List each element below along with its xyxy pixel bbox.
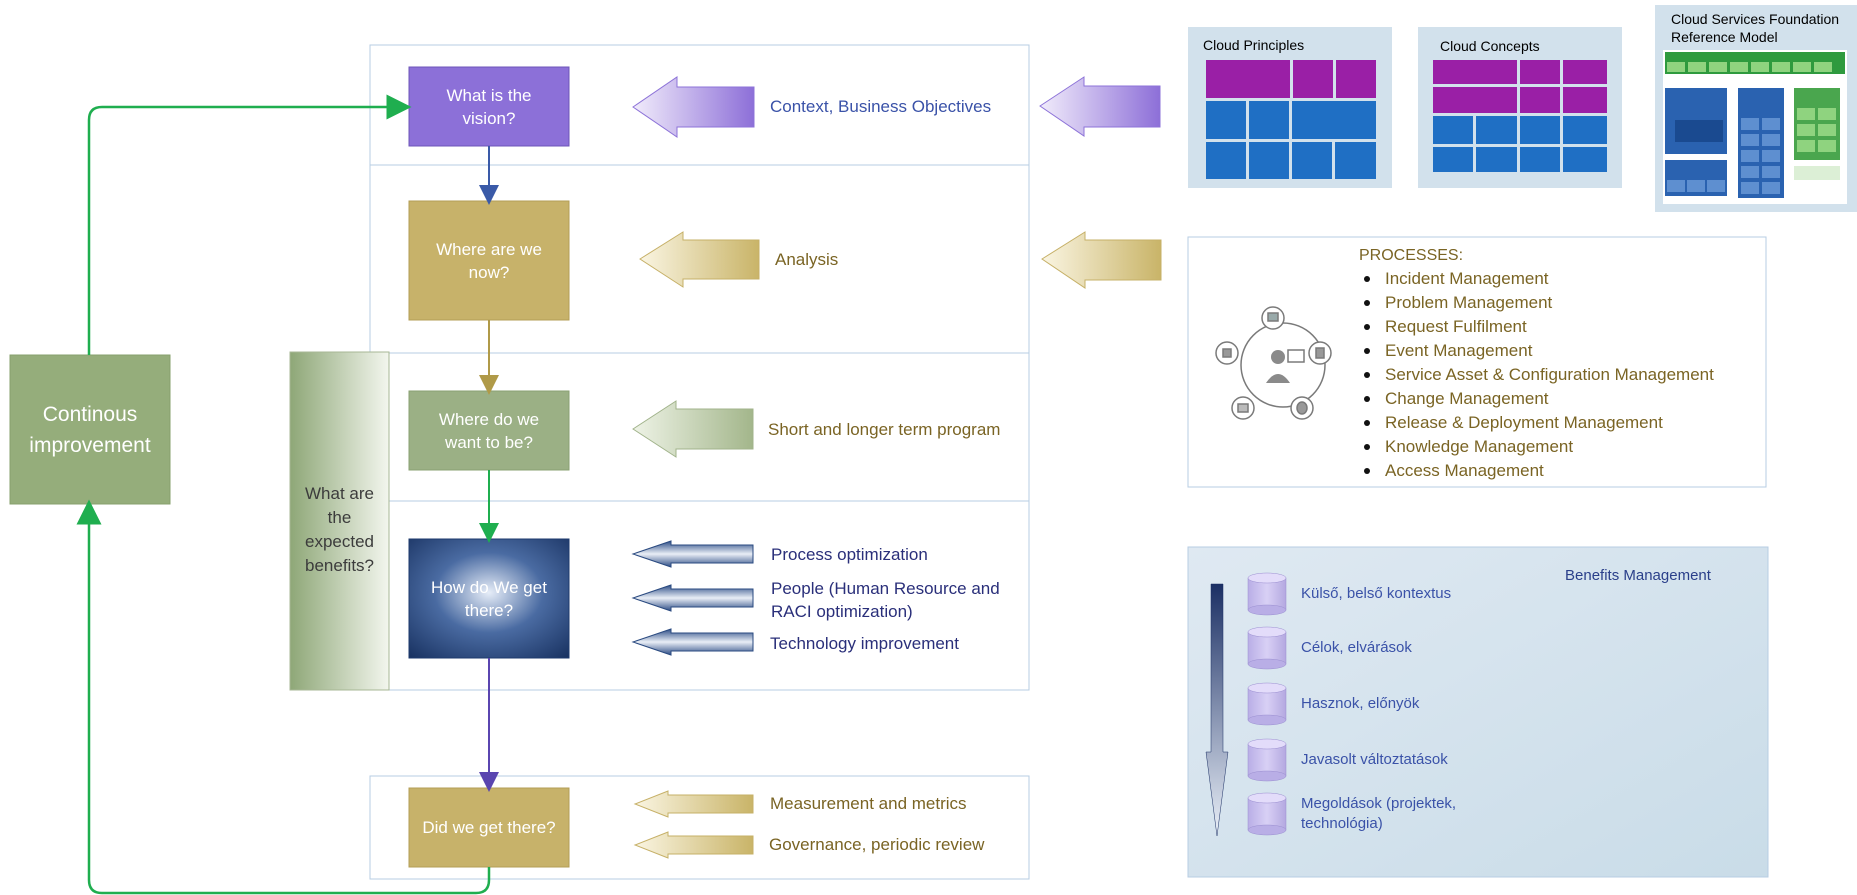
where-want-label: Where do we want to be? [438,409,540,452]
process-hub-icon [1215,306,1332,420]
concepts-tiles [1433,60,1607,172]
benefits-down-arrow [1205,583,1229,837]
process-item: Release & Deployment Management [1360,411,1714,435]
where-now-box: Where are we now? [409,201,569,320]
continuous-improvement-box [9,354,171,505]
how-get-box: How do We get there? [409,539,569,658]
people-opt-label: People (Human Resource and RACI optimiza… [771,579,1000,621]
where-now-label: Where are we now? [436,239,542,282]
process-item: Incident Management [1360,267,1714,291]
benefits-question-label: What are the expected benefits? [305,484,374,575]
how-get-label: How do We get there? [431,577,547,620]
did-we-box: Did we get there? [409,788,569,867]
how-get-box-shape [408,538,570,659]
process-item: Knowledge Management [1360,435,1714,459]
benefits-title: Benefits Management [1565,567,1711,584]
process-item: Event Management [1360,339,1714,363]
benefit-item: Javasolt változtatások [1301,751,1448,768]
governance-label: Governance, periodic review [769,835,985,854]
continuous-label: Continous improvement [29,402,151,457]
loop-continuous-to-vision [87,94,412,355]
benefit-item: Hasznok, előnyök [1301,695,1420,712]
where-want-box: Where do we want to be? [409,391,569,470]
measurement-label: Measurement and metrics [770,794,967,813]
process-item: Request Fulfilment [1360,315,1714,339]
people-arrow [631,584,754,612]
continuous-improvement-box-text: Continous improvement [10,355,170,504]
processes-title: PROCESSES: [1359,247,1464,264]
program-arrow [632,400,754,458]
foundation-title: Cloud Services Foundation Reference Mode… [1671,11,1840,45]
process-item: Service Asset & Configuration Management [1360,363,1714,387]
concepts-title: Cloud Concepts [1440,38,1540,54]
benefit-item: Megoldások (projektek, technológia) [1301,795,1457,832]
tech-arrow [631,628,754,656]
benefit-cylinders [1247,572,1287,836]
vision-label: What is the vision? [446,85,532,128]
benefits-question-bar [289,351,390,691]
where-want-box-shape [408,390,570,471]
principles-title: Cloud Principles [1203,37,1305,53]
measurement-arrow [633,790,754,818]
principles-arrow [1039,76,1161,137]
processes-list: Incident Management Problem Management R… [1360,267,1714,483]
tech-label: Technology improvement [770,634,959,653]
benefit-item: Célok, elvárások [1301,639,1412,656]
process-item: Access Management [1360,459,1714,483]
governance-arrow [633,831,754,859]
analysis-label: Analysis [775,250,839,269]
process-opt-label: Process optimization [771,545,928,564]
vision-box: What is the vision? [409,67,569,146]
processes-arrow [1041,231,1162,289]
benefit-item: Külső, belső kontextus [1301,585,1452,602]
process-item: Change Management [1360,387,1714,411]
principles-tiles [1206,60,1376,179]
program-label: Short and longer term program [768,420,1001,439]
process-item: Problem Management [1360,291,1714,315]
context-arrow [632,76,755,138]
foundation-mini-diagram [1663,50,1847,204]
vision-box-shape [408,66,570,147]
did-we-box-shape [408,787,570,868]
context-label: Context, Business Objectives [770,97,992,116]
benefits-question-box: What are the expected benefits? [290,470,389,590]
did-we-label: Did we get there? [422,818,556,837]
analysis-arrow [639,231,760,288]
process-arrow [631,540,754,568]
loop-did-to-continuous [76,499,491,895]
